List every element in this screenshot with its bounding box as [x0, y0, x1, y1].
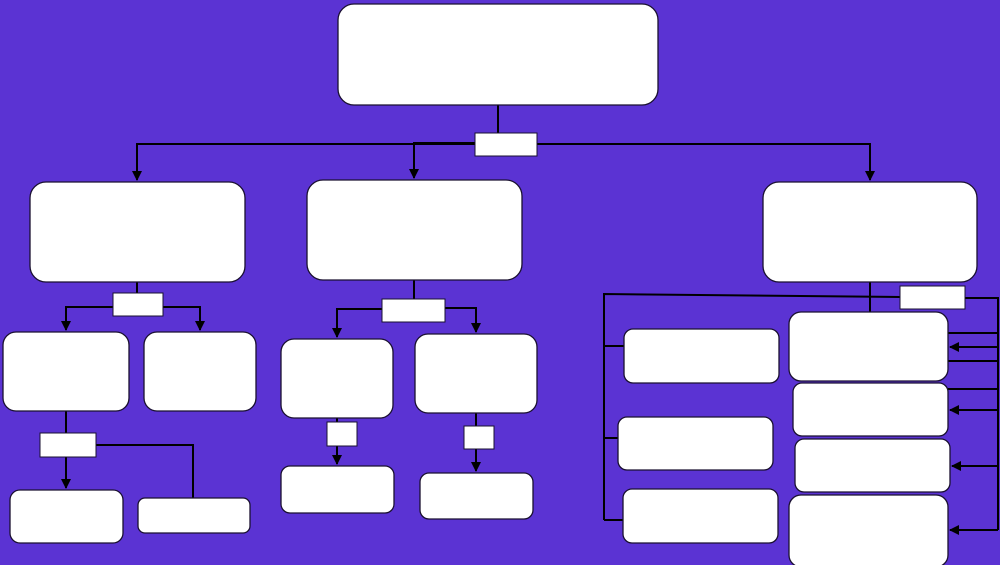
root-node [337, 3, 659, 106]
node-c-right-1 [788, 311, 949, 382]
connector-label-root [474, 132, 538, 157]
connector-label-a [112, 292, 164, 317]
node-a1-1 [9, 489, 124, 544]
nodes [2, 3, 978, 565]
node-a1-2 [137, 497, 251, 534]
connector-label-c [899, 285, 966, 310]
connector-label-a1 [39, 432, 97, 458]
node-b [306, 179, 523, 281]
node-a [29, 181, 246, 283]
connector-label-b [381, 298, 446, 323]
node-b2 [414, 333, 538, 414]
node-c-left-3 [622, 488, 779, 544]
node-a1 [2, 331, 130, 412]
node-c [762, 181, 978, 283]
node-c-right-2 [792, 382, 949, 437]
node-c-right-4 [788, 494, 949, 565]
node-b2-1 [419, 472, 534, 520]
node-a2 [143, 331, 257, 412]
node-c-left-2 [617, 416, 774, 471]
node-c-left-1 [623, 328, 780, 384]
node-c-right-3 [794, 438, 951, 493]
connectors [61, 105, 999, 535]
node-b1-1 [280, 465, 395, 514]
connector-label-b2 [463, 425, 495, 450]
connector-label-b1 [326, 421, 358, 447]
node-b1 [280, 338, 394, 419]
